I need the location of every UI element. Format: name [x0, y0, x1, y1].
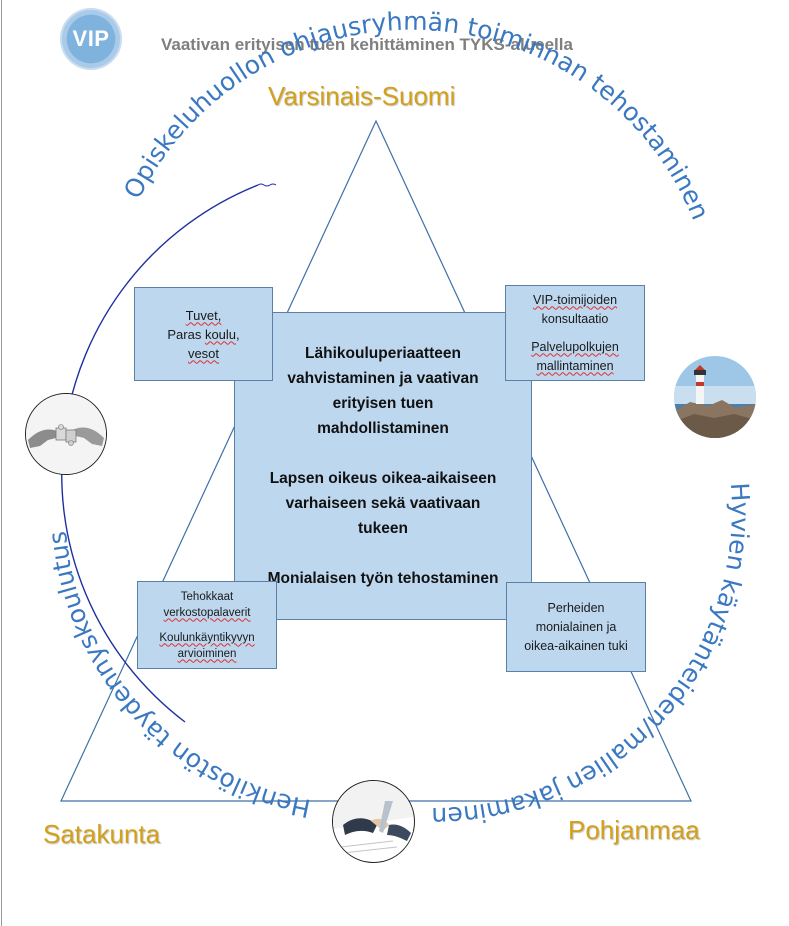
box-tr-item-1-line-2: konsultaatio — [541, 311, 609, 326]
center-goal-2-line-2: varhaiseen sekä vaativaan — [285, 495, 481, 512]
lighthouse-icon — [674, 356, 756, 438]
box-top-left: Tuvet, Paras koulu, vesot — [134, 287, 273, 381]
center-goal-1-line-4: mahdollistaminen — [317, 420, 449, 437]
vip-logo: VIP — [60, 8, 122, 70]
vip-logo-text: VIP — [72, 26, 110, 51]
box-bl-item-1-line-2: verkostopalaverit — [163, 606, 251, 619]
page-title: Vaativan erityisen tuen kehittäminen TYK… — [161, 35, 573, 54]
region-pohjanmaa: Pohjanmaa — [568, 815, 700, 845]
box-bl-item-1-line-1: Tehokkaat — [180, 590, 234, 603]
circle-segment-squiggle — [257, 183, 277, 187]
lighthouse-image — [674, 356, 756, 438]
box-bl-item-2-line-2: arvioiminen — [177, 647, 237, 660]
box-tl-line-2b: koulu — [204, 326, 237, 342]
box-tr-item-2-line-1: Palvelupolkujen — [531, 339, 619, 354]
box-tl-line-2a: Paras — [167, 326, 205, 342]
box-br-line-1: Perheiden — [547, 600, 605, 615]
hands-puzzle-image — [25, 393, 107, 475]
box-bottom-left: Tehokkaat verkostopalaverit Koulunkäynti… — [137, 581, 277, 669]
box-tr-item-1-line-1: VIP-toimijoiden — [532, 292, 618, 307]
box-tl-line-3: vesot — [187, 345, 220, 361]
center-goal-1-line-1: Lähikouluperiaatteen — [305, 345, 461, 362]
arc-label-top: Opiskeluhuollon ohjausryhmän toiminnan t… — [118, 7, 715, 224]
box-br-line-2: monialainen ja — [535, 619, 617, 634]
meeting-pen-icon — [333, 781, 413, 861]
box-bl-item-2-line-1: Koulunkäyntikyvyn — [159, 631, 255, 644]
center-goal-3-line-1: Monialaisen työn tehostaminen — [267, 570, 499, 587]
box-tl-line-1: Tuvet, — [185, 307, 222, 323]
center-goal-2-line-1: Lapsen oikeus oikea-aikaiseen — [269, 470, 497, 487]
region-varsinais-suomi: Varsinais-Suomi — [268, 81, 456, 111]
center-goal-2-line-3: tukeen — [358, 520, 408, 537]
hands-puzzle-icon — [26, 394, 106, 474]
arc-label-top-text: Opiskeluhuollon ohjausryhmän toiminnan t… — [118, 7, 715, 224]
box-bottom-right: Perheiden monialainen ja oikea-aikainen … — [506, 582, 646, 672]
page-left-border — [1, 0, 2, 926]
center-goal-1-line-2: vahvistaminen ja vaativan — [287, 370, 479, 387]
box-top-right: VIP-toimijoiden konsultaatio Palvelupolk… — [505, 285, 645, 381]
meeting-pen-image — [332, 780, 415, 863]
box-tr-item-2-line-2: mallintaminen — [536, 358, 614, 373]
center-goals-box: Lähikouluperiaatteen vahvistaminen ja va… — [234, 312, 532, 620]
region-satakunta: Satakunta — [43, 819, 161, 849]
box-tl-line-2c: , — [236, 326, 240, 342]
center-goal-1-line-3: erityisen tuen — [332, 395, 434, 412]
box-br-line-3: oikea-aikainen tuki — [524, 638, 628, 653]
